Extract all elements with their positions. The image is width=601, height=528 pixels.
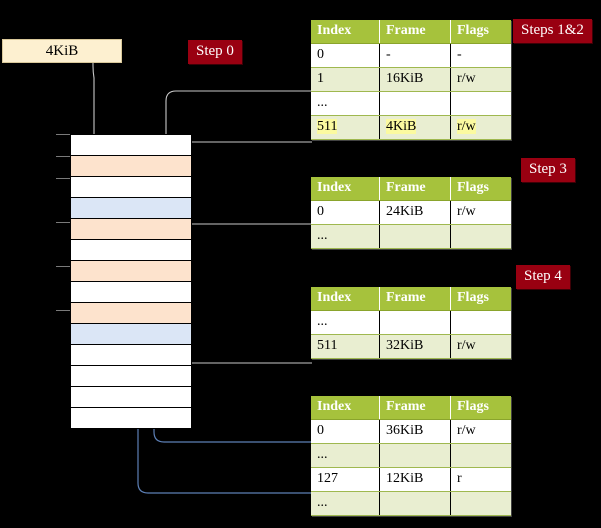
cell-index: 0 (311, 200, 380, 225)
memory-tick (56, 178, 70, 179)
memory-frame-row (71, 219, 191, 240)
table-row[interactable]: 511 4KiB r/w (311, 115, 511, 140)
memory-frame-row (71, 156, 191, 177)
badge-step-0: Step 0 (188, 40, 242, 64)
cell-frame (379, 91, 451, 116)
table-row[interactable]: ... (311, 491, 511, 516)
cell-frame (379, 224, 451, 249)
memory-tick (56, 310, 70, 311)
highlighted-value: 4KiB (386, 119, 417, 134)
cell-frame: 36KiB (379, 419, 451, 444)
cell-flags: r/w (450, 200, 511, 225)
table-row[interactable]: ... (311, 310, 511, 335)
memory-frame-row (71, 387, 191, 408)
cell-flags: r (450, 467, 511, 492)
memory-tick (56, 134, 70, 135)
memory-tick (56, 156, 70, 157)
table-row[interactable]: ... (311, 224, 511, 249)
memory-frame-row (71, 408, 191, 429)
cell-flags (450, 310, 511, 335)
cell-index: ... (311, 224, 380, 249)
cell-index: ... (311, 491, 380, 516)
memory-tick (56, 222, 70, 223)
column-header-flags: Flags (450, 287, 511, 311)
memory-frame-row (71, 240, 191, 261)
table-row[interactable]: ... (311, 91, 511, 116)
column-header-flags: Flags (450, 177, 511, 201)
table-row[interactable]: ... (311, 443, 511, 468)
cell-flags (450, 224, 511, 249)
column-header-frame: Frame (379, 396, 451, 420)
column-header-flags: Flags (450, 396, 511, 420)
memory-frame-row (71, 303, 191, 324)
column-header-frame: Frame (379, 287, 451, 311)
cell-flags (450, 91, 511, 116)
memory-frame-row (71, 198, 191, 219)
cell-frame (379, 310, 451, 335)
table-row[interactable]: 0-- (311, 43, 511, 68)
column-header-index: Index (311, 396, 380, 420)
cell-flags (450, 491, 511, 516)
virtual-address-box: 4KiB (2, 39, 122, 63)
memory-frame-row (71, 366, 191, 387)
physical-memory-column (70, 134, 192, 429)
badge-step-3: Step 3 (521, 158, 575, 182)
column-header-flags: Flags (450, 20, 511, 44)
cell-flags: - (450, 43, 511, 68)
memory-frame-row (71, 324, 191, 345)
column-header-index: Index (311, 287, 380, 311)
cell-frame: 12KiB (379, 467, 451, 492)
memory-frame-row (71, 345, 191, 366)
memory-frame-row (71, 135, 191, 156)
cell-index: 511 (311, 115, 380, 140)
cell-frame (379, 443, 451, 468)
cell-index: 511 (311, 334, 380, 359)
badge-steps-1-2: Steps 1&2 (513, 19, 592, 43)
highlighted-value: r/w (457, 119, 476, 134)
cell-flags: r/w (450, 115, 511, 140)
cell-index: ... (311, 443, 380, 468)
cell-flags: r/w (450, 67, 511, 92)
cell-flags (450, 443, 511, 468)
badge-step-4: Step 4 (516, 265, 570, 289)
cell-frame: 32KiB (379, 334, 451, 359)
cell-index: 0 (311, 43, 380, 68)
highlighted-value: 511 (317, 119, 338, 134)
cell-frame: - (379, 43, 451, 68)
memory-tick (56, 266, 70, 267)
cell-frame (379, 491, 451, 516)
cell-index: 1 (311, 67, 380, 92)
cell-flags: r/w (450, 334, 511, 359)
memory-frame-row (71, 177, 191, 198)
memory-frame-row (71, 261, 191, 282)
cell-flags: r/w (450, 419, 511, 444)
memory-frame-row (71, 282, 191, 303)
cell-index: 127 (311, 467, 380, 492)
cell-index: ... (311, 91, 380, 116)
cell-index: ... (311, 310, 380, 335)
cell-frame: 16KiB (379, 67, 451, 92)
cell-frame: 24KiB (379, 200, 451, 225)
column-header-frame: Frame (379, 20, 451, 44)
cell-index: 0 (311, 419, 380, 444)
column-header-frame: Frame (379, 177, 451, 201)
cell-frame: 4KiB (379, 115, 451, 140)
column-header-index: Index (311, 177, 380, 201)
column-header-index: Index (311, 20, 380, 44)
